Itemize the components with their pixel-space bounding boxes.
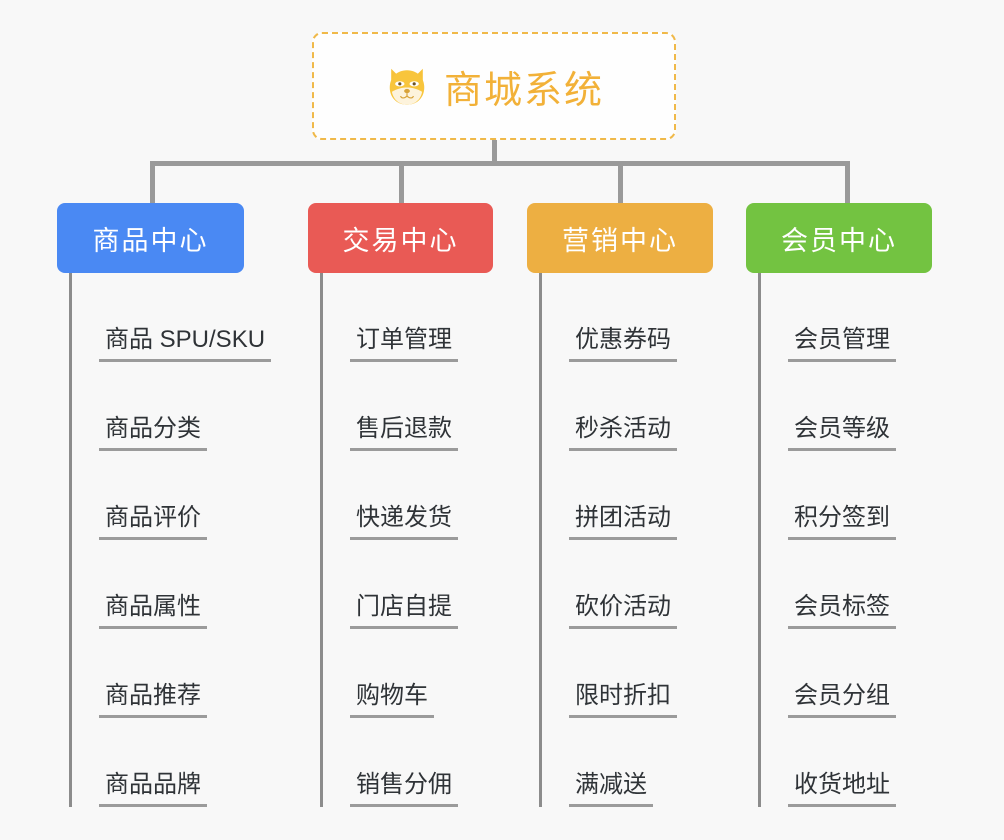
list-item-label: 商品分类 — [99, 415, 207, 451]
root-node[interactable]: 商城系统 — [312, 32, 676, 140]
dog-face-icon — [384, 63, 430, 109]
connector-drop-2 — [399, 161, 404, 203]
list-item[interactable]: 售后退款 — [322, 362, 493, 451]
list-item-label: 满减送 — [569, 771, 653, 807]
branch-header-product-center[interactable]: 商品中心 — [57, 203, 244, 273]
list-item[interactable]: 收货地址 — [760, 718, 932, 807]
list-item[interactable]: 商品推荐 — [71, 629, 271, 718]
connector-drop-1 — [150, 161, 155, 203]
branch-spine — [320, 273, 323, 807]
branch-column-product-center: 商品中心 商品 SPU/SKU 商品分类 商品评价 商品属性 商品推荐 商品品牌 — [57, 203, 272, 807]
list-item[interactable]: 会员标签 — [760, 540, 932, 629]
branch-spine — [539, 273, 542, 807]
list-item-label: 收货地址 — [788, 771, 896, 807]
list-item-label: 销售分佣 — [350, 771, 458, 807]
list-item-label: 售后退款 — [350, 415, 458, 451]
list-item[interactable]: 商品分类 — [71, 362, 271, 451]
list-item[interactable]: 商品品牌 — [71, 718, 271, 807]
list-item[interactable]: 限时折扣 — [541, 629, 713, 718]
connector-horizontal-bus — [150, 161, 850, 166]
list-item-label: 会员分组 — [788, 682, 896, 718]
list-item[interactable]: 会员管理 — [760, 273, 932, 362]
list-item[interactable]: 商品评价 — [71, 451, 271, 540]
list-item[interactable]: 秒杀活动 — [541, 362, 713, 451]
list-item[interactable]: 会员等级 — [760, 362, 932, 451]
list-item[interactable]: 砍价活动 — [541, 540, 713, 629]
list-item-label: 订单管理 — [350, 326, 458, 362]
list-item-label: 积分签到 — [788, 504, 896, 540]
connector-drop-3 — [618, 161, 623, 203]
list-item[interactable]: 商品属性 — [71, 540, 271, 629]
branch-header-label: 营销中心 — [562, 225, 678, 256]
list-item-label: 会员管理 — [788, 326, 896, 362]
list-item-label: 砍价活动 — [569, 593, 677, 629]
branch-spine — [758, 273, 761, 807]
branch-column-marketing-center: 营销中心 优惠券码 秒杀活动 拼团活动 砍价活动 限时折扣 满减送 — [527, 203, 713, 807]
list-item[interactable]: 购物车 — [322, 629, 493, 718]
branch-spine — [69, 273, 72, 807]
list-item-label: 限时折扣 — [569, 682, 677, 718]
list-item[interactable]: 拼团活动 — [541, 451, 713, 540]
list-item[interactable]: 会员分组 — [760, 629, 932, 718]
list-item-label: 门店自提 — [350, 593, 458, 629]
connector-drop-4 — [845, 161, 850, 203]
branch-header-member-center[interactable]: 会员中心 — [746, 203, 932, 273]
list-item[interactable]: 积分签到 — [760, 451, 932, 540]
list-item-label: 商品品牌 — [99, 771, 207, 807]
list-item-label: 商品推荐 — [99, 682, 207, 718]
list-item-label: 商品评价 — [99, 504, 207, 540]
list-item-label: 商品 SPU/SKU — [99, 326, 272, 362]
list-item[interactable]: 门店自提 — [322, 540, 493, 629]
branch-items-trade-center: 订单管理 售后退款 快递发货 门店自提 购物车 销售分佣 — [308, 273, 493, 807]
branch-items-product-center: 商品 SPU/SKU 商品分类 商品评价 商品属性 商品推荐 商品品牌 — [57, 273, 272, 807]
branch-header-label: 交易中心 — [342, 225, 459, 256]
branch-header-marketing-center[interactable]: 营销中心 — [527, 203, 713, 273]
list-item-label: 会员标签 — [788, 593, 896, 629]
list-item[interactable]: 订单管理 — [322, 273, 493, 362]
list-item[interactable]: 销售分佣 — [322, 718, 493, 807]
list-item-label: 快递发货 — [350, 504, 458, 540]
root-title: 商城系统 — [443, 69, 604, 112]
list-item[interactable]: 快递发货 — [322, 451, 493, 540]
list-item[interactable]: 优惠券码 — [541, 273, 713, 362]
branch-header-trade-center[interactable]: 交易中心 — [308, 203, 493, 273]
connector-root-stem — [492, 140, 497, 165]
list-item[interactable]: 商品 SPU/SKU — [71, 273, 272, 362]
list-item-label: 商品属性 — [99, 593, 207, 629]
list-item[interactable]: 满减送 — [541, 718, 713, 807]
branch-items-marketing-center: 优惠券码 秒杀活动 拼团活动 砍价活动 限时折扣 满减送 — [527, 273, 713, 807]
branch-column-member-center: 会员中心 会员管理 会员等级 积分签到 会员标签 会员分组 收货地址 — [746, 203, 932, 807]
list-item-label: 拼团活动 — [569, 504, 677, 540]
branch-header-label: 会员中心 — [781, 225, 897, 256]
branch-items-member-center: 会员管理 会员等级 积分签到 会员标签 会员分组 收货地址 — [746, 273, 932, 807]
branch-header-label: 商品中心 — [92, 225, 209, 256]
list-item-label: 秒杀活动 — [569, 415, 677, 451]
list-item-label: 优惠券码 — [569, 326, 677, 362]
list-item-label: 购物车 — [350, 682, 434, 718]
branch-column-trade-center: 交易中心 订单管理 售后退款 快递发货 门店自提 购物车 销售分佣 — [308, 203, 493, 807]
list-item-label: 会员等级 — [788, 415, 896, 451]
